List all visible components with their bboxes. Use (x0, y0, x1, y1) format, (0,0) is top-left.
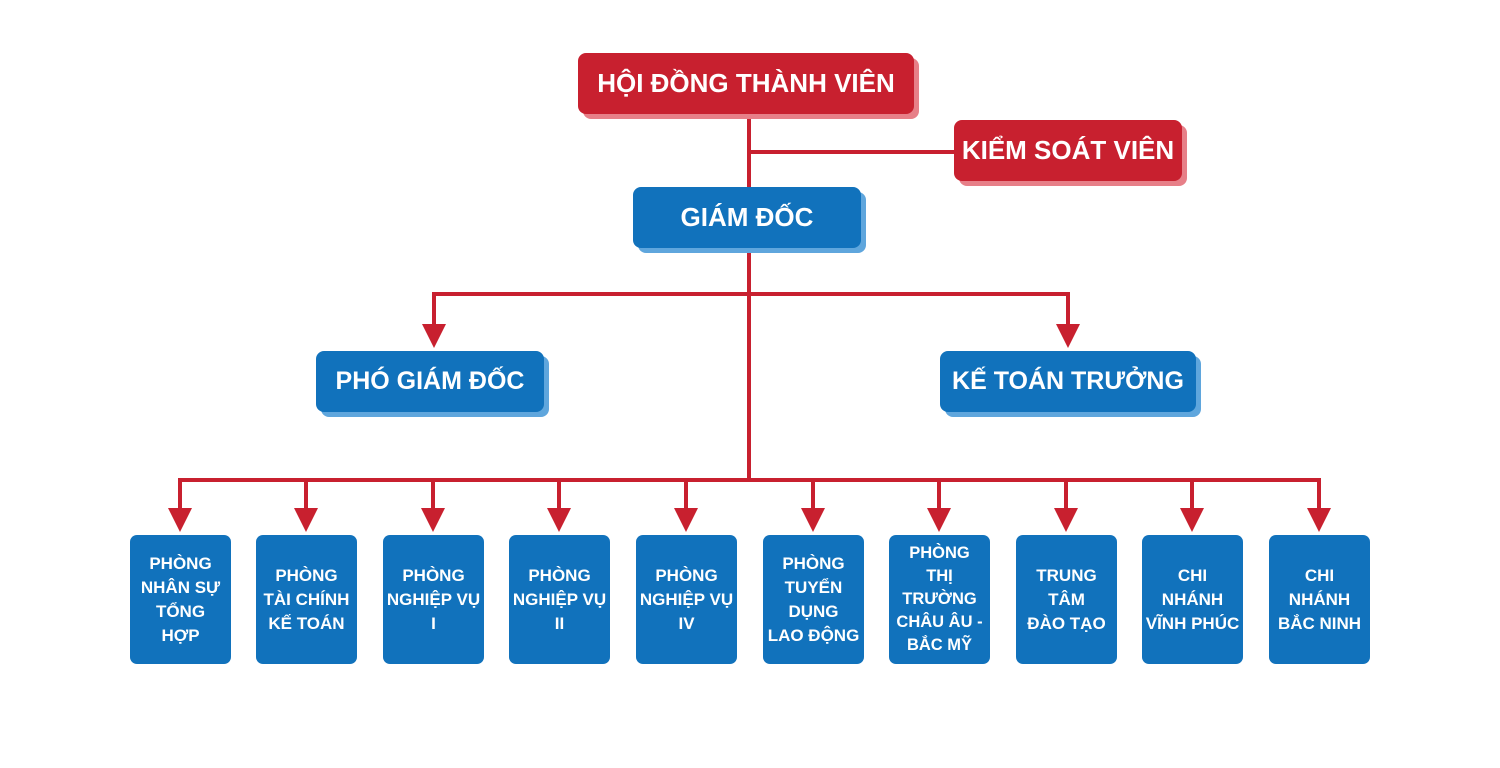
department-label: TRUNG TÂM ĐÀO TẠO (1027, 565, 1106, 633)
department-label: PHÒNG NHÂN SỰ TỔNG HỢP (140, 553, 221, 645)
deputy-director-label: PHÓ GIÁM ĐỐC (335, 367, 525, 395)
department-box-4: PHÒNG NGHIỆP VỤ II (509, 535, 610, 664)
director-label: GIÁM ĐỐC (680, 202, 814, 232)
department-label: PHÒNG TÀI CHÍNH KẾ TOÁN (263, 565, 350, 633)
department-label: PHÒNG NGHIỆP VỤ II (512, 565, 607, 633)
department-box-7: PHÒNG THỊ TRƯỜNG CHÂU ÂU - BẮC MỸ (889, 535, 990, 664)
department-label: PHÒNG THỊ TRƯỜNG CHÂU ÂU - BẮC MỸ (896, 544, 983, 654)
director-box: GIÁM ĐỐC (633, 187, 861, 248)
department-box-9: CHI NHÁNH VĨNH PHÚC (1142, 535, 1243, 664)
department-label: PHÒNG TUYỂN DỤNG LAO ĐỘNG (767, 553, 860, 645)
controller-box: KIỂM SOÁT VIÊN (954, 120, 1182, 181)
board-of-members-label: HỘI ĐỒNG THÀNH VIÊN (597, 68, 895, 98)
department-label: PHÒNG NGHIỆP VỤ I (386, 565, 481, 633)
chief-accountant-box: KẾ TOÁN TRƯỞNG (940, 351, 1196, 412)
department-box-10: CHI NHÁNH BẮC NINH (1269, 535, 1370, 664)
department-label: PHÒNG NGHIỆP VỤ IV (639, 565, 734, 633)
department-label: CHI NHÁNH VĨNH PHÚC (1145, 565, 1240, 633)
department-label: CHI NHÁNH BẮC NINH (1277, 565, 1362, 633)
chief-accountant-label: KẾ TOÁN TRƯỞNG (952, 367, 1184, 395)
department-box-5: PHÒNG NGHIỆP VỤ IV (636, 535, 737, 664)
deputy-director-box: PHÓ GIÁM ĐỐC (316, 351, 544, 412)
controller-label: KIỂM SOÁT VIÊN (961, 135, 1175, 165)
board-of-members-box: HỘI ĐỒNG THÀNH VIÊN (578, 53, 914, 114)
department-box-2: PHÒNG TÀI CHÍNH KẾ TOÁN (256, 535, 357, 664)
department-box-3: PHÒNG NGHIỆP VỤ I (383, 535, 484, 664)
department-box-8: TRUNG TÂM ĐÀO TẠO (1016, 535, 1117, 664)
department-box-1: PHÒNG NHÂN SỰ TỔNG HỢP (130, 535, 231, 664)
department-box-6: PHÒNG TUYỂN DỤNG LAO ĐỘNG (763, 535, 864, 664)
